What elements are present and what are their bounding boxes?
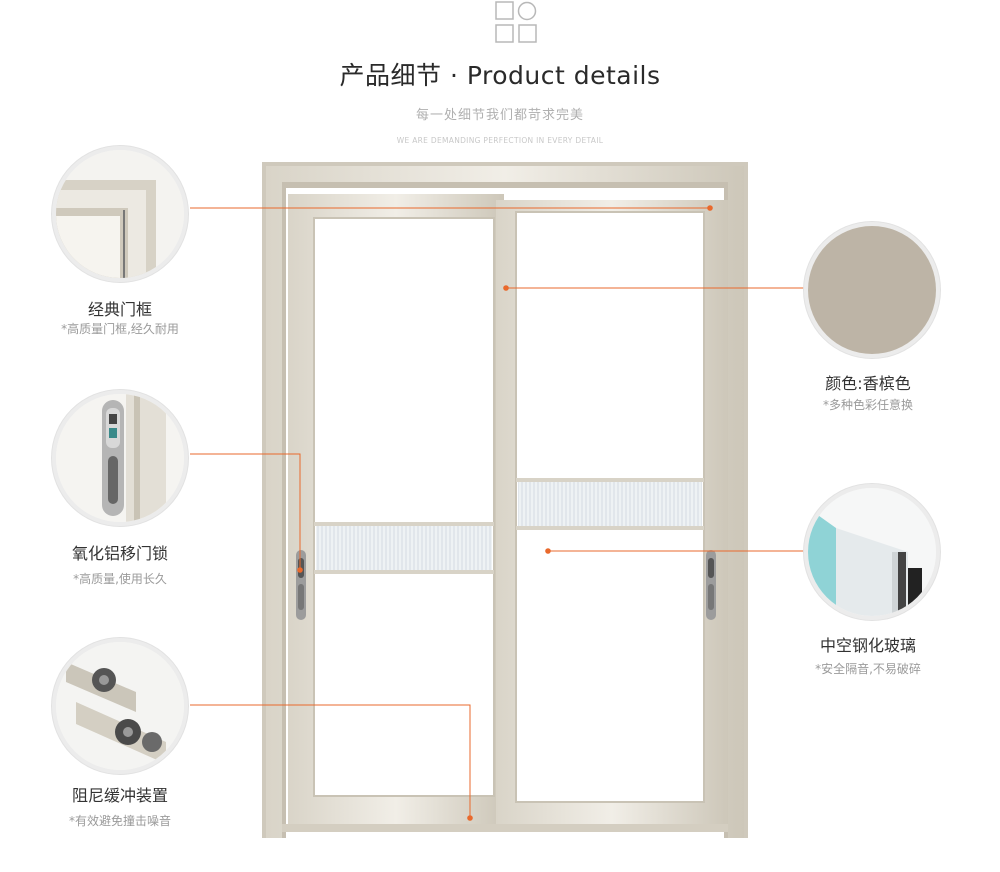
page-title: 产品细节 · Product details	[339, 61, 661, 90]
sliding-door-illustration	[260, 160, 750, 840]
page-subtitle: 每一处细节我们都苛求完美	[415, 108, 584, 123]
damper-detail-image	[52, 638, 188, 774]
lock-feature-desc: *高质量,使用长久	[73, 572, 167, 586]
lock-detail-image	[52, 390, 188, 526]
color-feature-desc: *多种色彩任意换	[822, 398, 913, 412]
glass-detail-image	[804, 484, 940, 620]
grid-logo-icon	[494, 0, 538, 44]
color-feature-title: 颜色:香槟色	[825, 374, 911, 393]
frame-feature-desc: *高质量门框,经久耐用	[61, 322, 179, 336]
frame-feature-title: 经典门框	[87, 300, 152, 319]
color-swatch	[804, 222, 940, 358]
damper-feature-title: 阻尼缓冲装置	[71, 786, 168, 805]
page-subtitle-english: WE ARE DEMANDING PERFECTION IN EVERY DET…	[396, 136, 604, 145]
damper-feature-desc: *有效避免撞击噪音	[68, 814, 171, 828]
lock-feature-title: 氧化铝移门锁	[71, 544, 168, 563]
glass-feature-title: 中空钢化玻璃	[819, 636, 916, 655]
glass-feature-desc: *安全隔音,不易破碎	[815, 662, 921, 676]
frame-detail-image	[52, 146, 188, 282]
